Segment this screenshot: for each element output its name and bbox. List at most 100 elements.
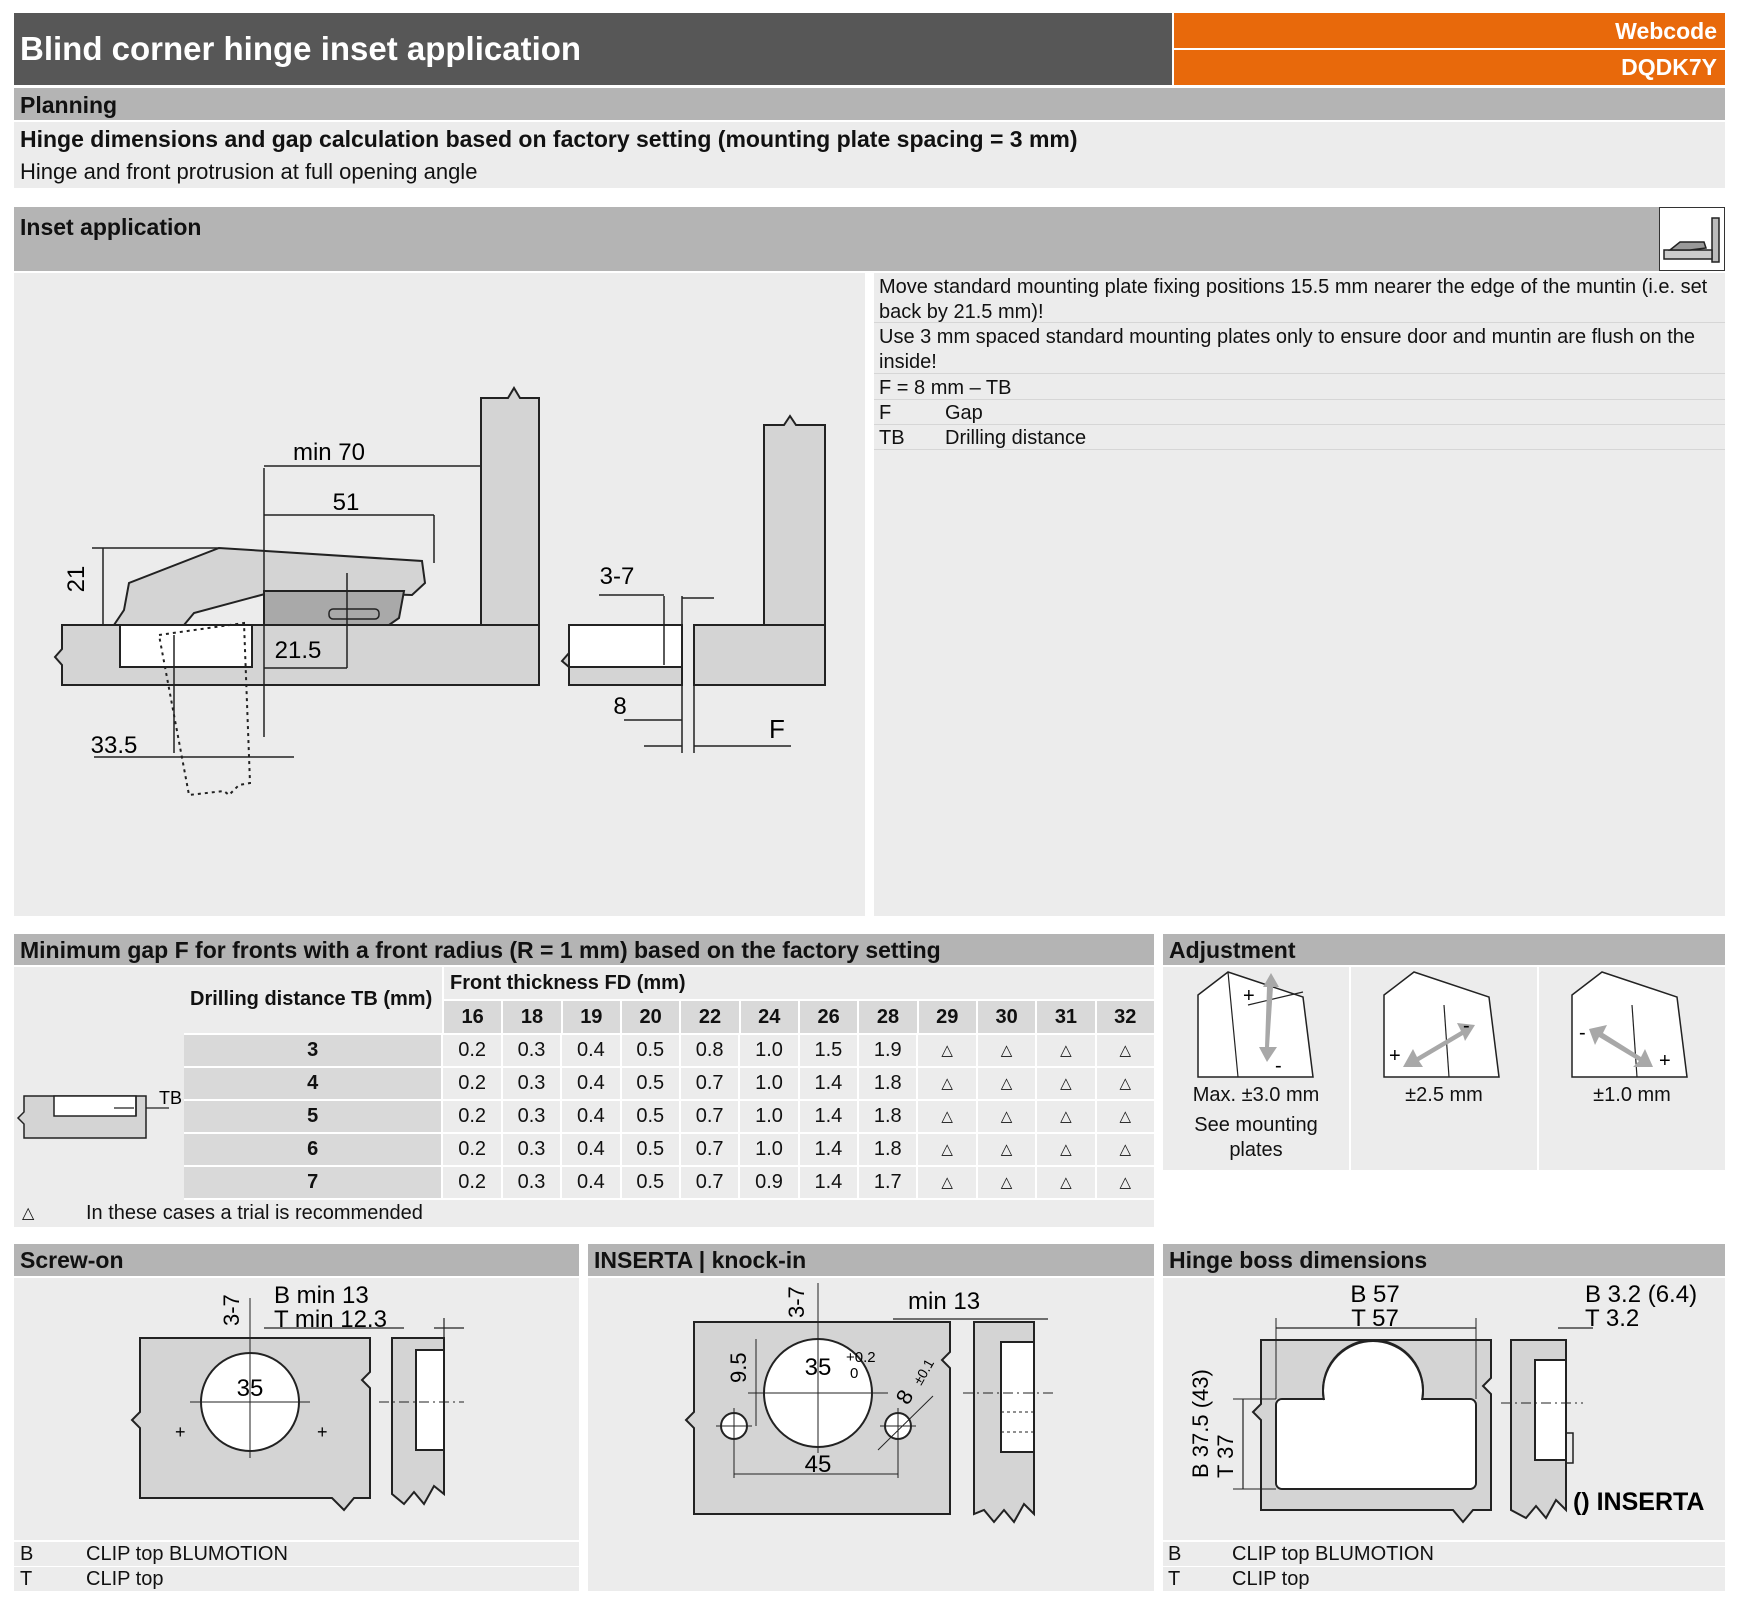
adjust-minus: -: [1579, 1022, 1586, 1044]
boss-t37: T 37: [1213, 1434, 1238, 1478]
boss-title: Hinge boss dimensions: [1169, 1247, 1428, 1273]
gap-cell: 0.7: [680, 1101, 739, 1132]
boss-legend-row-b: [1163, 1542, 1725, 1566]
gap-cell: △: [1037, 1134, 1095, 1165]
side-adjust-icon: + -: [1383, 971, 1500, 1078]
screw-on-title: Screw-on: [20, 1247, 124, 1273]
title-bar: Blind corner hinge inset application: [14, 13, 1172, 85]
legend-key-f: F: [879, 402, 892, 424]
gap-col-header: 31: [1037, 1001, 1095, 1033]
screw-dim-37: 3-7: [219, 1294, 244, 1326]
gap-cell: 0.4: [562, 1134, 620, 1165]
screw-dim-t: T min 12.3: [274, 1306, 387, 1333]
gap-cell: △: [1096, 1101, 1154, 1132]
gap-col-header: 29: [918, 1001, 976, 1033]
height-adjust-icon: + -: [1197, 971, 1314, 1078]
gap-cell: △: [1037, 1101, 1095, 1132]
gap-cell: 1.0: [740, 1068, 798, 1099]
boss-b375: B 37.5 (43): [1188, 1369, 1213, 1478]
gap-cell: 0.7: [680, 1068, 739, 1099]
gap-cell: △: [1096, 1068, 1154, 1099]
adjust-depth-value: ±1.0 mm: [1593, 1084, 1671, 1106]
gap-col-header: 32: [1096, 1001, 1154, 1033]
gap-row-tb: 3: [184, 1035, 442, 1066]
gap-col-header: 16: [444, 1001, 502, 1033]
dim-3-7: 3-7: [600, 563, 635, 590]
gap-cell: 0.3: [502, 1068, 561, 1099]
gap-cell: △: [1096, 1134, 1154, 1165]
gap-col-header: 20: [621, 1001, 680, 1033]
gap-row-tb: 5: [184, 1101, 442, 1132]
adjust-side-value: ±2.5 mm: [1405, 1084, 1483, 1106]
dim-33-5: 33.5: [91, 732, 138, 759]
boss-legend-value-t: CLIP top: [1232, 1568, 1310, 1590]
webcode-value: DQDK7Y: [1174, 50, 1725, 85]
gap-cell: 0.4: [562, 1167, 620, 1198]
screw-dia: 35: [237, 1375, 264, 1402]
screw-dim-b: B min 13: [274, 1282, 369, 1309]
gap-cell: 0.4: [562, 1035, 620, 1066]
depth-adjust-icon: - +: [1571, 971, 1688, 1078]
webcode-label-text: Webcode: [1615, 18, 1717, 44]
webcode-label: Webcode: [1174, 13, 1725, 48]
gap-cell: 0.5: [621, 1167, 679, 1198]
gap-table-row-header: Drilling distance TB (mm): [190, 988, 433, 1010]
boss-t32: T 3.2: [1585, 1305, 1639, 1332]
inset-hinge-icon: [1659, 207, 1725, 271]
gap-cell: 1.8: [859, 1134, 917, 1165]
gap-cell: 0.3: [502, 1167, 561, 1198]
gap-cell: △: [918, 1167, 976, 1198]
boss-legend-key-b: B: [1168, 1543, 1182, 1565]
gap-cell: 1.4: [799, 1167, 858, 1198]
gap-cell: 0.5: [621, 1134, 679, 1165]
legend-value-f: Gap: [945, 402, 983, 424]
gap-cell: △: [977, 1101, 1036, 1132]
inset-note-2: back by 21.5 mm)!: [879, 301, 1044, 323]
inset-note-1: Move standard mounting plate fixing posi…: [879, 276, 1708, 298]
inserta-dim-min13: min 13: [908, 1288, 980, 1315]
planning-body: [14, 122, 1725, 188]
boss-legend-key-t: T: [1168, 1568, 1181, 1590]
gap-cell: △: [1096, 1035, 1154, 1066]
gap-cell: 1.9: [859, 1035, 917, 1066]
gap-col-header: 26: [799, 1001, 858, 1033]
boss-diagram: B 57 T 57 B 37.5 (43) T 37 B 3.2 (6.4) T…: [1188, 1281, 1704, 1524]
gap-cell: 1.8: [859, 1101, 917, 1132]
inset-label: Inset application: [20, 214, 202, 240]
gap-table-head-tb: [184, 967, 442, 1033]
screw-legend-key-t: T: [20, 1568, 33, 1590]
inserta-dim-37: 3-7: [784, 1286, 809, 1318]
dim-8: 8: [613, 693, 626, 720]
gap-cell: △: [1037, 1167, 1095, 1198]
dim-f: F: [769, 714, 785, 744]
adjust-minus: -: [1463, 1015, 1470, 1037]
inset-hinge-diagram: min 70 51 21 21.5 33.5 3-7 8 F: [53, 386, 826, 797]
adjust-height-extra1: See mounting: [1194, 1114, 1318, 1136]
gap-table-bar: Minimum gap F for fronts with a front ra…: [14, 934, 1154, 965]
boss-b57: B 57: [1350, 1281, 1399, 1308]
gap-cell: 0.3: [502, 1134, 561, 1165]
gap-cell: 1.7: [859, 1167, 917, 1198]
gap-cell: 0.8: [680, 1035, 739, 1066]
gap-col-header: 19: [562, 1001, 620, 1033]
tb-sketch: TB: [16, 1088, 182, 1139]
inserta-dim-9-5: 9.5: [726, 1352, 751, 1383]
screw-plus-left: +: [175, 1422, 186, 1442]
gap-col-header: 28: [859, 1001, 917, 1033]
gap-cell: 1.4: [799, 1101, 858, 1132]
boss-t57: T 57: [1351, 1305, 1399, 1332]
gap-col-header: 18: [503, 1001, 561, 1033]
gap-cell: 0.2: [443, 1035, 501, 1066]
gap-cell: 0.2: [443, 1167, 501, 1198]
gap-cell: 0.5: [621, 1068, 679, 1099]
gap-row-tb: 6: [184, 1134, 442, 1165]
gap-cell: △: [1037, 1068, 1095, 1099]
gap-cell: 0.4: [562, 1068, 620, 1099]
inserta-tol-zero: 0: [850, 1365, 858, 1382]
screw-plus-right: +: [317, 1422, 328, 1442]
